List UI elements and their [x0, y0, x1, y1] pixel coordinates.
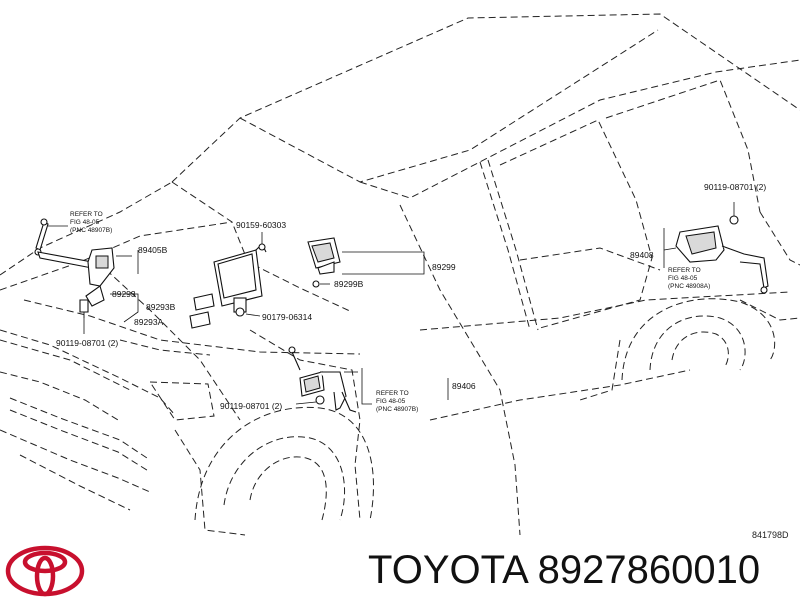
label-bolt-right: 90119-08701 (2): [704, 182, 766, 192]
bolt-icon: [235, 307, 245, 317]
height-control-ecu-group: [189, 232, 267, 329]
relay-group: [307, 237, 425, 288]
label-90179-06314: 90179-06314: [262, 312, 312, 322]
label-89405B: 89405B: [138, 245, 168, 255]
ref-mid-line1: REFER TO: [376, 390, 409, 397]
toyota-emblem-icon: [5, 545, 85, 597]
label-89293: 89293: [112, 289, 136, 299]
label-89299: 89299: [432, 262, 456, 272]
ref-left-line2: FIG 48-05: [70, 219, 100, 226]
brand-part-number: TOYOTA 8927860010: [368, 548, 761, 592]
rear-sensor-group: [663, 202, 769, 294]
bolt-icon: [315, 395, 325, 405]
label-89408: 89408: [630, 250, 654, 260]
label-bolt-mid: 90119-08701 (2): [220, 401, 282, 411]
ref-right-line2: FIG 48-05: [668, 275, 698, 282]
connector-89293A: [189, 311, 211, 329]
front-right-sensor-group: [288, 346, 449, 413]
label-89293B: 89293B: [146, 302, 176, 312]
diagram-code: 841798D: [752, 530, 789, 540]
ref-mid-line2: FIG 48-05: [376, 398, 406, 405]
ref-left-line1: REFER TO: [70, 211, 103, 218]
ref-left-line3: (PNC 48907B): [70, 227, 112, 234]
label-89293A: 89293A: [134, 317, 164, 327]
front-left-sensor-group: [34, 218, 139, 334]
ref-mid-line3: (PNC 48907B): [376, 406, 418, 413]
relay-89299B: [312, 280, 320, 288]
vehicle-outline: [0, 13, 800, 536]
label-89299B: 89299B: [334, 279, 364, 289]
sensor-link-rod: [35, 221, 49, 251]
label-89406: 89406: [452, 381, 476, 391]
link-ball-joint: [40, 218, 48, 226]
bolt-icon: [79, 299, 89, 313]
bolt-icon: [729, 215, 739, 225]
part-labels: REFER TO FIG 48-05 (PNC 48907B) 89405B 8…: [56, 182, 766, 413]
connector-89293B: [193, 293, 215, 311]
ref-right-line3: (PNC 48908A): [668, 283, 710, 290]
label-90159-60303: 90159-60303: [236, 220, 286, 230]
label-bolt-left: 90119-08701 (2): [56, 338, 118, 348]
ref-right-line1: REFER TO: [668, 267, 701, 274]
